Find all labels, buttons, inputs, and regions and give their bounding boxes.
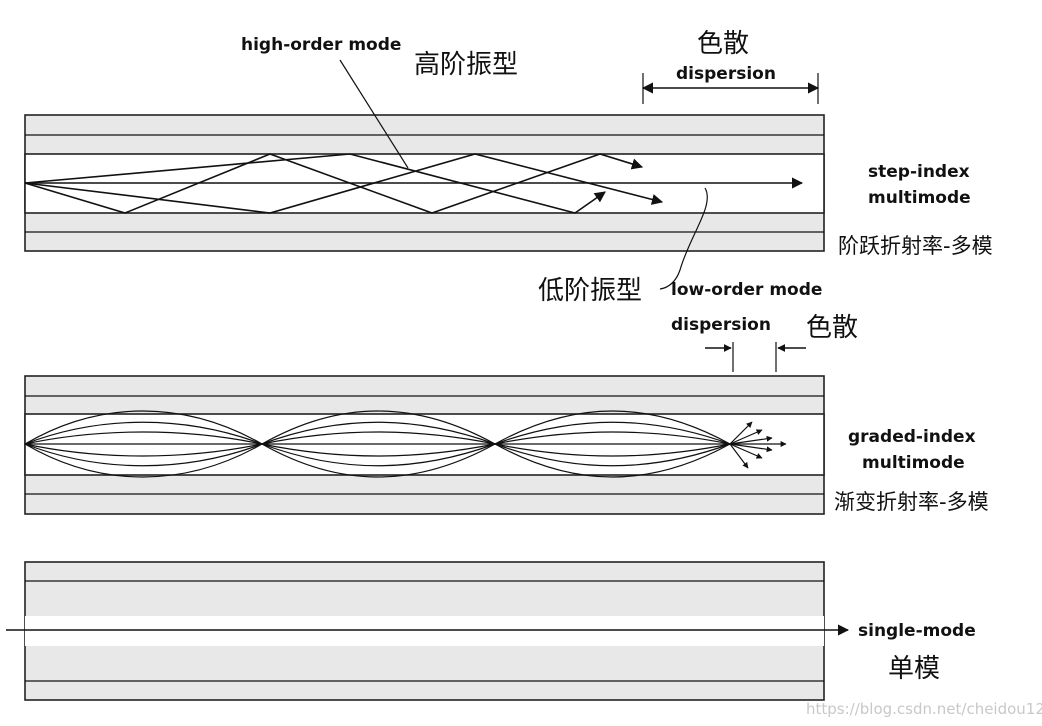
graded-index-label-line2: multimode [862,453,965,473]
single-mode-label: single-mode [858,621,976,641]
graded-index-rays [24,410,731,478]
single-mode-label-zh: 单模 [888,654,940,684]
low-order-mode-label: low-order mode [671,280,822,300]
graded-index-label-line1: graded-index [848,427,976,447]
dispersion-label-1: dispersion [676,64,776,84]
step-index-label-line1: step-index [868,162,970,182]
graded-index-exit-arrows [729,421,787,469]
single-mode-core [25,616,824,646]
high-order-ray [24,153,644,214]
watermark: https://blog.csdn.net/cheidou123 [806,700,1042,718]
high-order-leader [339,59,409,169]
high-order-mode-label: high-order mode [241,35,401,55]
graded-index-label-zh: 渐变折射率-多模 [834,490,989,514]
low-order-mode-label-zh: 低阶振型 [538,276,642,306]
graded-index-fiber [24,342,825,515]
low-order-ray-b [24,153,606,214]
dispersion-label-zh-2: 色散 [806,313,858,343]
dispersion-label-zh-1: 色散 [697,29,749,59]
dispersion-label-2: dispersion [671,315,771,335]
high-order-mode-label-zh: 高阶振型 [414,50,518,80]
step-index-label-zh: 阶跃折射率-多模 [838,234,993,258]
low-order-ray-a [24,153,664,214]
single-mode-fiber [6,561,850,701]
low-order-leader [659,187,708,290]
step-index-fiber [24,59,825,290]
step-index-label-line2: multimode [868,188,971,208]
